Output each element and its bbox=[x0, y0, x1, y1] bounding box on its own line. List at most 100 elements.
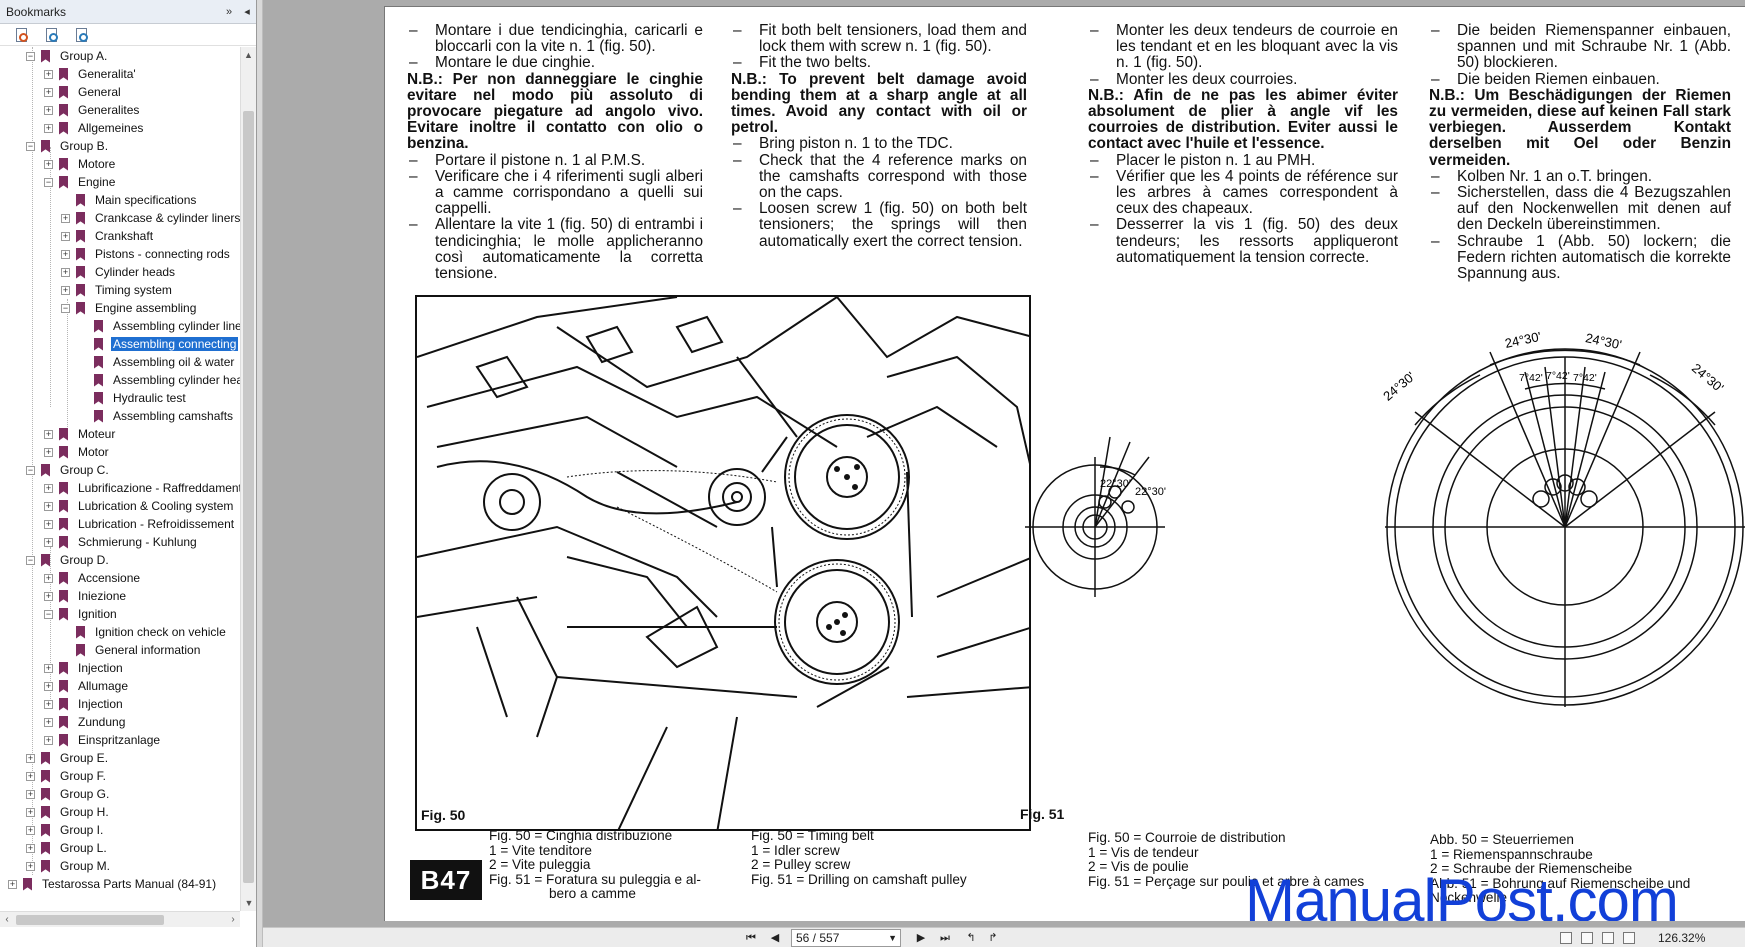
bookmark-item[interactable]: −Group C. bbox=[26, 461, 111, 479]
bookmark-item[interactable]: +Schmierung - Kuhlung bbox=[44, 533, 199, 551]
bookmark-item[interactable]: +Einspritzanlage bbox=[44, 731, 162, 749]
collapse-icon[interactable]: − bbox=[61, 302, 70, 313]
bookmark-item[interactable]: −Group D. bbox=[26, 551, 111, 569]
hscroll-thumb[interactable] bbox=[16, 915, 164, 925]
next-view-icon[interactable]: ↱ bbox=[988, 932, 998, 944]
scroll-left-icon[interactable]: ‹ bbox=[5, 914, 9, 925]
bookmark-item[interactable]: +Group E. bbox=[26, 749, 110, 767]
expand-icon[interactable]: + bbox=[26, 860, 35, 871]
chevron-down-icon[interactable]: ▼ bbox=[888, 933, 897, 943]
bookmark-item[interactable]: +Group L. bbox=[26, 839, 109, 857]
bookmark-item[interactable]: +Zundung bbox=[44, 713, 127, 731]
bookmark-item[interactable]: Assembling connecting bbox=[79, 335, 239, 353]
bookmark-item[interactable]: −Ignition bbox=[44, 605, 119, 623]
expand-icon[interactable]: + bbox=[44, 86, 53, 97]
expand-icon[interactable]: + bbox=[44, 698, 53, 709]
single-page-view-icon[interactable] bbox=[1560, 932, 1572, 944]
bookmark-item[interactable]: +Lubrication - Refroidissement bbox=[44, 515, 236, 533]
scroll-thumb[interactable] bbox=[243, 111, 254, 883]
expand-icon[interactable]: + bbox=[44, 446, 53, 457]
collapse-icon[interactable]: − bbox=[44, 608, 53, 619]
bookmark-item[interactable]: Main specifications bbox=[61, 191, 198, 209]
expand-icon[interactable]: + bbox=[44, 518, 53, 529]
expand-icon[interactable]: + bbox=[44, 428, 53, 439]
bookmark-item[interactable]: +Allgemeines bbox=[44, 119, 145, 137]
bookmark-item[interactable]: +Iniezione bbox=[44, 587, 128, 605]
bookmark-item[interactable]: −Engine assembling bbox=[61, 299, 198, 317]
options-menu-icon[interactable]: » bbox=[225, 5, 233, 18]
new-bookmark-icon[interactable] bbox=[44, 27, 60, 43]
expand-icon[interactable]: + bbox=[61, 284, 70, 295]
expand-icon[interactable]: + bbox=[44, 572, 53, 583]
expand-icon[interactable]: + bbox=[44, 500, 53, 511]
bookmark-item[interactable]: +Timing system bbox=[61, 281, 174, 299]
zoom-level[interactable]: 126.32% bbox=[1658, 931, 1706, 945]
expand-icon[interactable]: + bbox=[26, 824, 35, 835]
page-number-input[interactable]: 56 / 557 ▼ bbox=[791, 929, 901, 947]
continuous-view-icon[interactable] bbox=[1581, 932, 1593, 944]
bookmark-item[interactable]: +Pistons - connecting rods bbox=[61, 245, 232, 263]
bookmark-item[interactable]: +Crankshaft bbox=[61, 227, 155, 245]
scroll-down-icon[interactable]: ▼ bbox=[244, 898, 254, 908]
expand-icon[interactable]: + bbox=[26, 770, 35, 781]
bookmark-item[interactable]: +Testarossa Parts Manual (84-91) bbox=[8, 875, 218, 893]
bookmark-item[interactable]: −Engine bbox=[44, 173, 117, 191]
expand-icon[interactable]: + bbox=[44, 680, 53, 691]
bookmark-item[interactable]: +Group M. bbox=[26, 857, 112, 875]
bookmark-item[interactable]: +General bbox=[44, 83, 123, 101]
expand-icon[interactable]: + bbox=[26, 752, 35, 763]
expand-icon[interactable]: + bbox=[26, 806, 35, 817]
last-page-icon[interactable]: ⏭ bbox=[940, 932, 950, 944]
bookmark-item[interactable]: Assembling camshafts bbox=[79, 407, 235, 425]
bookmark-item[interactable]: +Cylinder heads bbox=[61, 263, 177, 281]
bookmark-item[interactable]: +Group F. bbox=[26, 767, 108, 785]
bookmark-item[interactable]: +Lubrificazione - Raffreddamento bbox=[44, 479, 240, 497]
bookmark-item[interactable]: +Group G. bbox=[26, 785, 111, 803]
expand-icon[interactable]: + bbox=[8, 878, 17, 889]
expand-icon[interactable]: + bbox=[44, 536, 53, 547]
expand-icon[interactable]: + bbox=[61, 212, 70, 223]
first-page-icon[interactable]: ⏮ bbox=[746, 932, 756, 944]
expand-icon[interactable]: + bbox=[61, 266, 70, 277]
facing-view-icon[interactable] bbox=[1602, 932, 1614, 944]
bookmark-item[interactable]: +Generalites bbox=[44, 101, 141, 119]
bookmark-item[interactable]: Hydraulic test bbox=[79, 389, 188, 407]
bookmark-item[interactable]: +Group I. bbox=[26, 821, 105, 839]
bookmark-item[interactable]: Assembling cylinder liners bbox=[79, 317, 240, 335]
expand-icon[interactable]: + bbox=[44, 662, 53, 673]
collapse-icon[interactable]: − bbox=[44, 176, 53, 187]
bookmark-item[interactable]: +Moteur bbox=[44, 425, 117, 443]
previous-page-icon[interactable]: ◀ bbox=[770, 932, 780, 944]
collapse-icon[interactable]: − bbox=[26, 464, 35, 475]
bookmark-item[interactable]: General information bbox=[61, 641, 202, 659]
bookmark-item[interactable]: −Group A. bbox=[26, 47, 109, 65]
expand-icon[interactable]: + bbox=[61, 230, 70, 241]
bookmark-item[interactable]: +Injection bbox=[44, 695, 125, 713]
expand-icon[interactable]: + bbox=[44, 122, 53, 133]
next-page-icon[interactable]: ▶ bbox=[916, 932, 926, 944]
expand-icon[interactable]: + bbox=[44, 68, 53, 79]
tree-vertical-scrollbar[interactable]: ▲ ▼ bbox=[240, 47, 256, 911]
bookmark-item[interactable]: −Group B. bbox=[26, 137, 110, 155]
expand-icon[interactable]: + bbox=[26, 842, 35, 853]
bookmark-item[interactable]: +Motore bbox=[44, 155, 117, 173]
bookmark-item[interactable]: Assembling oil & water bbox=[79, 353, 236, 371]
expand-icon[interactable]: + bbox=[26, 788, 35, 799]
expand-icon[interactable]: + bbox=[44, 482, 53, 493]
find-bookmark-icon[interactable] bbox=[74, 27, 90, 43]
expand-icon[interactable]: + bbox=[44, 158, 53, 169]
expand-icon[interactable]: + bbox=[44, 590, 53, 601]
expand-icon[interactable]: + bbox=[44, 104, 53, 115]
bookmark-item[interactable]: +Allumage bbox=[44, 677, 130, 695]
collapse-icon[interactable]: − bbox=[26, 50, 35, 61]
panel-splitter[interactable] bbox=[257, 0, 263, 947]
expand-bookmark-icon[interactable] bbox=[14, 27, 30, 43]
continuous-facing-view-icon[interactable] bbox=[1623, 932, 1635, 944]
bookmark-item[interactable]: +Motor bbox=[44, 443, 111, 461]
collapse-icon[interactable]: − bbox=[26, 140, 35, 151]
bookmark-item[interactable]: +Generalita' bbox=[44, 65, 138, 83]
bookmark-item[interactable]: +Accensione bbox=[44, 569, 142, 587]
scroll-up-icon[interactable]: ▲ bbox=[244, 50, 253, 60]
expand-icon[interactable]: + bbox=[44, 734, 53, 745]
previous-view-icon[interactable]: ↰ bbox=[966, 932, 976, 944]
